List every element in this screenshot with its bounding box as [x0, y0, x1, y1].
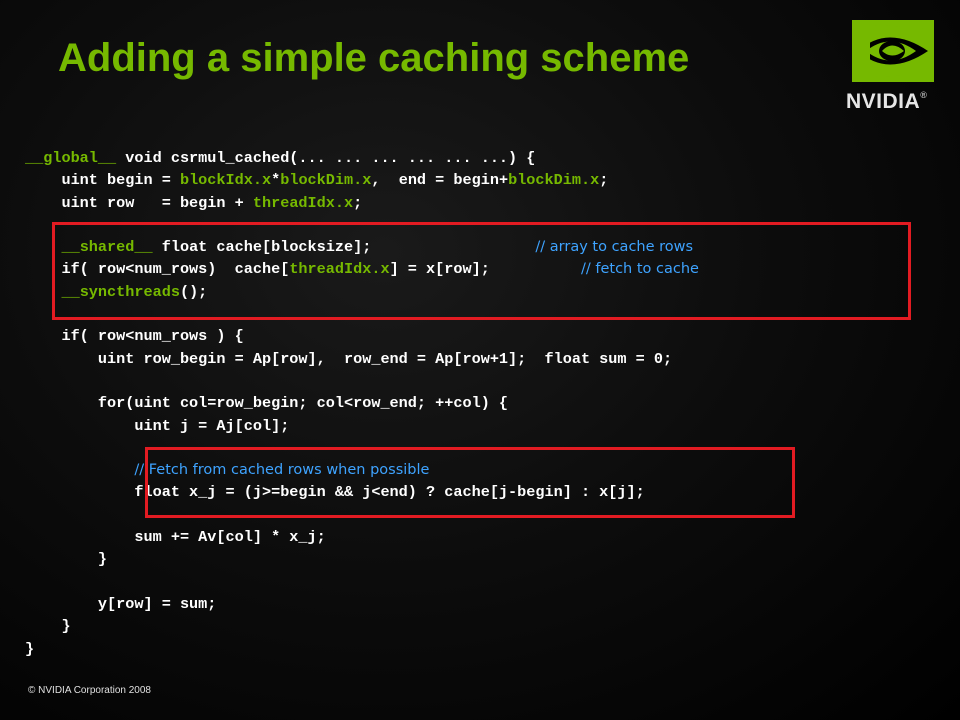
code-text: uint begin =: [25, 171, 180, 190]
code-line: for(uint col=row_begin; col<row_end; ++c…: [25, 392, 699, 414]
code-text: y[row] = sum;: [25, 594, 217, 613]
code-text: }: [25, 550, 108, 569]
code-text: ;: [353, 193, 363, 212]
code-comment: // Fetch from cached rows when possible: [134, 462, 430, 479]
code-line: }: [25, 638, 699, 660]
code-comment: // array to cache rows: [535, 239, 694, 256]
highlight-box-cached-fetch: [145, 447, 795, 518]
code-text: }: [25, 639, 35, 658]
code-line: __syncthreads();: [25, 281, 699, 303]
code-line: sum += Av[col] * x_j;: [25, 526, 699, 548]
code-text: , end = begin+: [371, 171, 509, 190]
code-line: if( row<num_rows) cache[threadIdx.x] = x…: [25, 258, 699, 280]
code-keyword: __shared__: [61, 238, 153, 257]
code-keyword: __syncthreads: [61, 282, 180, 301]
code-line: [25, 370, 699, 392]
code-line: [25, 571, 699, 593]
nvidia-eye-icon: [852, 20, 934, 82]
highlight-box-shared-cache: [52, 222, 911, 320]
code-line: }: [25, 548, 699, 570]
code-keyword: blockDim.x: [508, 171, 600, 190]
code-line: // Fetch from cached rows when possible: [25, 459, 699, 481]
code-text: if( row<num_rows ) {: [25, 327, 244, 346]
code-line: float x_j = (j>=begin && j<end) ? cache[…: [25, 481, 699, 503]
nvidia-logo: NVIDIA®: [840, 20, 940, 113]
slide-title: Adding a simple caching scheme: [58, 36, 690, 80]
copyright-footer: © NVIDIA Corporation 2008: [28, 685, 151, 696]
code-line: }: [25, 615, 699, 637]
code-line: y[row] = sum;: [25, 593, 699, 615]
code-text: uint row = begin +: [25, 193, 253, 212]
logo-wordmark: NVIDIA®: [846, 90, 928, 113]
code-text: if( row<num_rows) cache[: [25, 260, 290, 279]
code-keyword: blockIdx.x: [179, 171, 272, 190]
code-text: *: [271, 171, 281, 190]
code-line: __global__ void csrmul_cached(... ... ..…: [25, 147, 699, 169]
code-text: ();: [179, 282, 208, 301]
code-line: uint j = Aj[col];: [25, 415, 699, 437]
code-keyword: threadIdx.x: [289, 260, 390, 279]
code-text: ;: [599, 171, 609, 190]
code-text: for(uint col=row_begin; col<row_end; ++c…: [25, 394, 509, 413]
code-line: uint begin = blockIdx.x*blockDim.x, end …: [25, 169, 699, 191]
code-line: uint row_begin = Ap[row], row_end = Ap[r…: [25, 348, 699, 370]
code-text: }: [25, 617, 71, 636]
code-text: float x_j = (j>=begin && j<end) ? cache[…: [25, 483, 645, 502]
code-keyword: threadIdx.x: [252, 193, 354, 212]
code-line: __shared__ float cache[blocksize]; // ar…: [25, 236, 699, 258]
code-block: __global__ void csrmul_cached(... ... ..…: [25, 147, 699, 660]
code-line: uint row = begin + threadIdx.x;: [25, 192, 699, 214]
code-line: if( row<num_rows ) {: [25, 325, 699, 347]
code-text: float cache[blocksize];: [152, 238, 536, 257]
code-text: void csrmul_cached(... ... ... ... ... .…: [116, 149, 536, 167]
code-text: sum += Av[col] * x_j;: [25, 528, 326, 547]
code-text: uint row_begin = Ap[row], row_end = Ap[r…: [25, 349, 673, 368]
code-text: uint j = Aj[col];: [25, 416, 290, 435]
code-keyword: blockDim.x: [280, 171, 372, 190]
code-comment: // fetch to cache: [580, 261, 699, 278]
code-text: ] = x[row];: [389, 260, 581, 279]
code-text: [25, 461, 134, 479]
code-keyword: __global__: [25, 149, 117, 167]
